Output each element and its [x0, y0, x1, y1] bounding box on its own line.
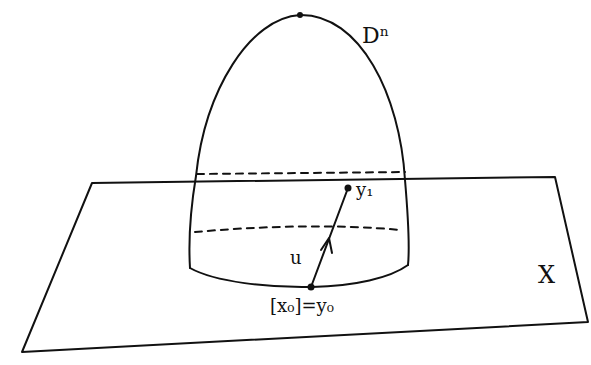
plane-hidden	[197, 172, 405, 174]
disk-label: Dⁿ	[362, 24, 389, 48]
point-y1	[345, 185, 352, 192]
disk-back	[195, 226, 400, 232]
arrow-head	[321, 238, 332, 253]
path-u	[311, 188, 348, 287]
disk-front	[190, 265, 408, 287]
point-y0	[308, 284, 315, 291]
plane-x	[22, 177, 588, 352]
top-point	[297, 12, 303, 18]
space-label: X	[538, 262, 555, 288]
point-label: y₁	[356, 180, 373, 200]
dome	[189, 15, 408, 268]
path-label: u	[290, 248, 302, 268]
point-label: [x₀]=y₀	[270, 296, 334, 316]
